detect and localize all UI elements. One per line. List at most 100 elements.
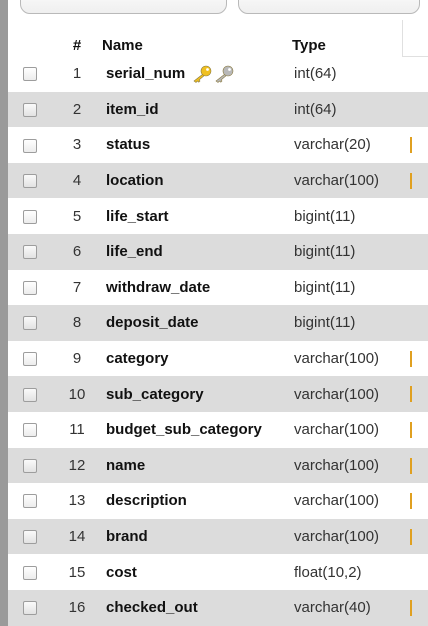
collation-edge-mark xyxy=(410,528,412,545)
column-name-cell: checked_out xyxy=(102,590,292,626)
top-button-bar xyxy=(8,0,428,20)
row-checkbox[interactable] xyxy=(23,494,37,509)
column-name: life_end xyxy=(106,243,163,261)
column-name: cost xyxy=(106,563,137,581)
row-select-cell xyxy=(8,305,52,341)
column-extra-cell xyxy=(402,305,428,341)
row-checkbox[interactable] xyxy=(23,174,37,189)
row-number: 8 xyxy=(72,314,82,332)
column-extra-cell xyxy=(402,483,428,519)
row-checkbox[interactable] xyxy=(23,316,37,331)
row-checkbox[interactable] xyxy=(23,138,37,153)
column-type: varchar(100) xyxy=(294,172,380,190)
column-name-cell: brand xyxy=(102,519,292,555)
row-number: 14 xyxy=(68,528,86,546)
column-name: description xyxy=(106,492,187,510)
row-select-cell xyxy=(8,198,52,234)
column-name: location xyxy=(106,172,164,190)
row-number: 5 xyxy=(72,207,82,225)
header-extra xyxy=(401,20,428,57)
row-number: 4 xyxy=(72,172,82,190)
left-panel-border xyxy=(0,0,8,626)
column-extra-cell xyxy=(402,554,428,590)
column-name: checked_out xyxy=(106,599,198,617)
row-checkbox[interactable] xyxy=(23,601,37,616)
header-number[interactable]: # xyxy=(72,37,82,54)
row-checkbox[interactable] xyxy=(23,280,37,295)
row-checkbox[interactable] xyxy=(23,530,37,545)
row-number: 15 xyxy=(68,563,86,581)
column-extra-cell xyxy=(402,92,428,128)
row-select-cell xyxy=(8,56,52,92)
row-number: 10 xyxy=(68,385,86,403)
row-select-cell xyxy=(8,92,52,128)
row-select-cell xyxy=(8,376,52,412)
column-name-cell: location xyxy=(102,163,292,199)
column-type: bigint(11) xyxy=(294,207,356,225)
column-name-cell: serial_num xyxy=(102,56,292,92)
column-name: brand xyxy=(106,528,148,546)
row-select-cell xyxy=(8,412,52,448)
row-checkbox[interactable] xyxy=(23,67,37,82)
column-type: bigint(11) xyxy=(294,278,356,296)
row-checkbox[interactable] xyxy=(23,387,37,402)
row-checkbox[interactable] xyxy=(23,423,37,438)
column-extra-cell xyxy=(402,198,428,234)
table-row[interactable]: 4 location varchar(100) xyxy=(8,162,428,199)
column-extra-cell xyxy=(402,163,428,199)
column-type: bigint(11) xyxy=(294,314,356,332)
column-name-cell: withdraw_date xyxy=(102,270,292,306)
header-name[interactable]: Name xyxy=(102,37,143,54)
table-header-row: # Name Type xyxy=(8,20,428,57)
table-row[interactable]: 8 deposit_date bigint(11) xyxy=(8,305,428,341)
collation-edge-mark xyxy=(410,599,412,616)
top-button-right[interactable] xyxy=(238,0,420,14)
collation-edge-mark xyxy=(410,457,412,474)
row-checkbox[interactable] xyxy=(23,102,37,117)
column-type: int(64) xyxy=(294,65,337,83)
collation-edge-mark xyxy=(410,172,412,189)
row-checkbox[interactable] xyxy=(23,352,37,367)
row-select-cell xyxy=(8,448,52,484)
header-type[interactable]: Type xyxy=(292,37,326,54)
column-name: budget_sub_category xyxy=(106,421,262,439)
column-name-cell: description xyxy=(102,483,292,519)
row-select-cell xyxy=(8,163,52,199)
column-extra-cell xyxy=(402,234,428,270)
column-extra-cell xyxy=(402,448,428,484)
row-checkbox[interactable] xyxy=(23,209,37,224)
column-name: withdraw_date xyxy=(106,278,211,296)
collation-edge-mark xyxy=(410,350,412,367)
row-select-cell xyxy=(8,590,52,626)
column-name: life_start xyxy=(106,207,169,225)
row-checkbox[interactable] xyxy=(23,245,37,260)
row-select-cell xyxy=(8,519,52,555)
column-name-cell: cost xyxy=(102,554,292,590)
row-checkbox[interactable] xyxy=(23,565,37,580)
column-type: bigint(11) xyxy=(294,243,356,261)
row-select-cell xyxy=(8,270,52,306)
top-button-left[interactable] xyxy=(20,0,227,14)
collation-edge-mark xyxy=(410,137,412,154)
row-number: 2 xyxy=(72,100,82,118)
row-checkbox[interactable] xyxy=(23,458,37,473)
column-name: name xyxy=(106,456,146,474)
column-name: deposit_date xyxy=(106,314,199,332)
table-row[interactable]: 5 life_start bigint(11) xyxy=(8,198,428,234)
row-number: 13 xyxy=(68,492,86,510)
column-name: serial_num xyxy=(106,64,186,82)
column-name-cell: life_start xyxy=(102,198,292,234)
